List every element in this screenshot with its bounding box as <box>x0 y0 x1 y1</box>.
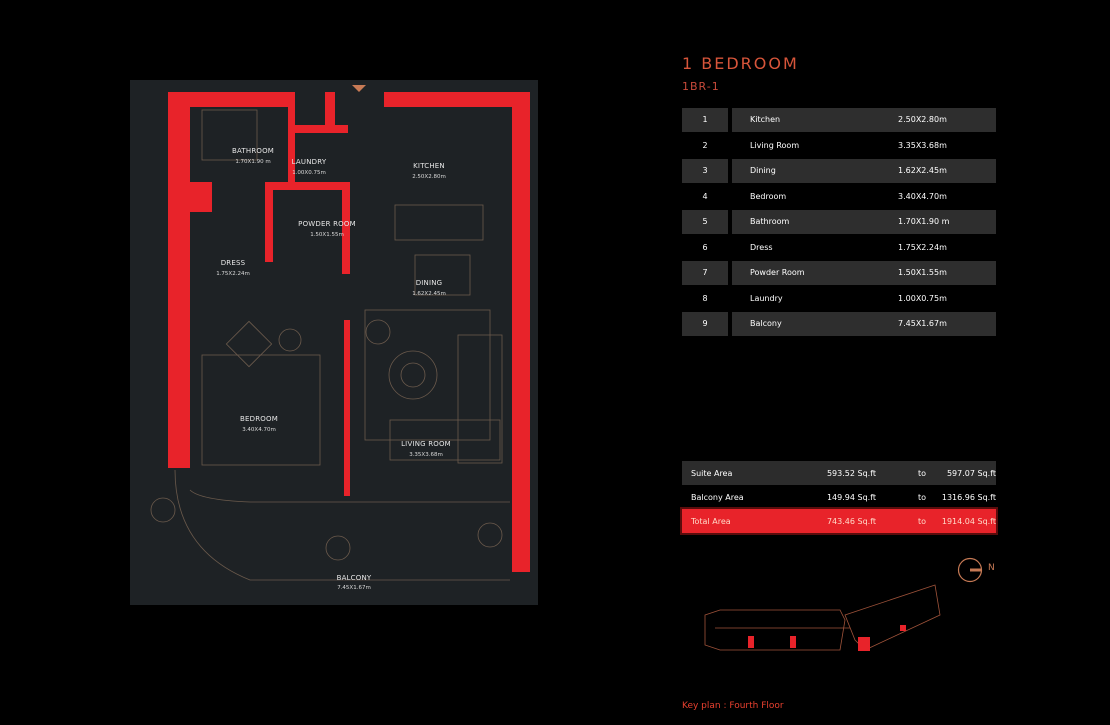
floor-plan-background <box>130 80 538 605</box>
area-table: Suite Area 593.52 Sq.ft to 597.07 Sq.ft Bal… <box>680 461 998 535</box>
room-number: 2 <box>702 140 708 150</box>
area-label: Total Area <box>691 516 731 526</box>
key-plan-label: Key plan : Fourth Floor <box>682 701 784 711</box>
room-name: Dress <box>750 242 773 252</box>
table-row: 5 Bathroom 1.70X1.90 m <box>682 209 996 235</box>
unit-title: 1 BEDROOM <box>682 54 799 73</box>
room-size: 3.40X4.70m <box>898 191 947 201</box>
area-row-total: Total Area 743.46 Sq.ft to 1914.04 Sq.ft <box>680 507 998 535</box>
plan-label-living-room: LIVING ROOM <box>401 440 451 448</box>
plan-dim-bedroom: 3.40X4.70m <box>242 427 276 433</box>
room-name: Dining <box>750 166 776 176</box>
plan-dim-living-room: 3.35X3.68m <box>409 452 443 458</box>
room-size: 3.35X3.68m <box>898 140 947 150</box>
room-number: 4 <box>702 191 708 201</box>
north-label: N <box>988 563 995 573</box>
table-row: 1 Kitchen 2.50X2.80m <box>682 107 996 133</box>
plan-label-laundry: LAUNDRY <box>291 158 327 166</box>
unit-code: 1BR-1 <box>682 80 720 93</box>
room-number: 3 <box>682 158 728 183</box>
room-number: 1 <box>682 107 728 132</box>
room-number: 7 <box>682 260 728 285</box>
room-size: 1.75X2.24m <box>898 242 947 252</box>
area-from: 593.52 Sq.ft <box>826 468 876 478</box>
room-size: 1.00X0.75m <box>898 293 947 303</box>
room-name: Kitchen <box>750 115 781 125</box>
room-size: 7.45X1.67m <box>898 319 947 329</box>
plan-label-powder-room: POWDER ROOM <box>298 220 356 228</box>
plan-label-dress: DRESS <box>220 259 246 267</box>
table-row: 2 Living Room 3.35X3.68m <box>682 133 996 159</box>
floor-plan-drawing <box>150 85 530 581</box>
room-name: Living Room <box>750 140 800 150</box>
area-to: 597.07 Sq.ft <box>946 468 996 478</box>
area-label: Balcony Area <box>691 492 744 502</box>
north-arrow-icon <box>957 557 983 583</box>
plan-dim-powder-room: 1.50X1.55m <box>310 232 344 238</box>
table-row: 9 Balcony 7.45X1.67m <box>682 311 996 337</box>
key-plan-drawing <box>704 584 941 651</box>
area-to-label: to <box>917 468 926 478</box>
room-name: Bedroom <box>750 191 787 201</box>
plan-dim-kitchen: 2.50X2.80m <box>412 174 446 180</box>
plan-dim-balcony: 7.45X1.67m <box>337 585 371 591</box>
room-name: Laundry <box>750 293 783 303</box>
room-name: Balcony <box>750 319 782 329</box>
plan-label-balcony: BALCONY <box>336 574 372 582</box>
plan-label-bedroom: BEDROOM <box>240 415 278 423</box>
table-row: 8 Laundry 1.00X0.75m <box>682 286 996 312</box>
rooms-table: 1 Kitchen 2.50X2.80m 2 Living Room 3.35X3.68… <box>682 107 996 337</box>
room-size: 1.70X1.90 m <box>898 217 950 227</box>
room-number: 6 <box>702 242 708 252</box>
plan-dim-dress: 1.75X2.24m <box>216 271 250 277</box>
area-to-label: to <box>917 492 926 502</box>
area-row-balcony: Balcony Area 149.94 Sq.ft to 1316.96 Sq.ft <box>682 485 996 509</box>
area-from: 149.94 Sq.ft <box>826 492 876 502</box>
plan-dim-laundry: 1.00X0.75m <box>292 170 326 176</box>
area-row-suite: Suite Area 593.52 Sq.ft to 597.07 Sq.ft <box>682 461 996 485</box>
room-name: Bathroom <box>750 217 790 227</box>
room-size: 1.50X1.55m <box>898 268 947 278</box>
plan-dim-bathroom: 1.70X1.90 m <box>235 159 271 165</box>
room-name: Powder Room <box>750 268 805 278</box>
area-to: 1914.04 Sq.ft <box>941 516 996 526</box>
plan-label-dining: DINING <box>415 279 443 287</box>
table-row: 7 Powder Room 1.50X1.55m <box>682 260 996 286</box>
plan-dim-dining: 1.62X2.45m <box>412 291 446 297</box>
table-row: 3 Dining 1.62X2.45m <box>682 158 996 184</box>
room-number: 8 <box>702 293 708 303</box>
table-row: 4 Bedroom 3.40X4.70m <box>682 184 996 210</box>
table-row: 6 Dress 1.75X2.24m <box>682 235 996 261</box>
area-label: Suite Area <box>691 468 733 478</box>
area-to-label: to <box>917 516 926 526</box>
room-size: 1.62X2.45m <box>898 166 947 176</box>
area-from: 743.46 Sq.ft <box>826 516 876 526</box>
plan-label-bathroom: BATHROOM <box>231 147 275 155</box>
room-number: 5 <box>682 209 728 234</box>
area-to: 1316.96 Sq.ft <box>941 492 996 502</box>
plan-label-kitchen: KITCHEN <box>413 162 445 170</box>
room-size: 2.50X2.80m <box>898 115 947 125</box>
room-number: 9 <box>682 311 728 336</box>
